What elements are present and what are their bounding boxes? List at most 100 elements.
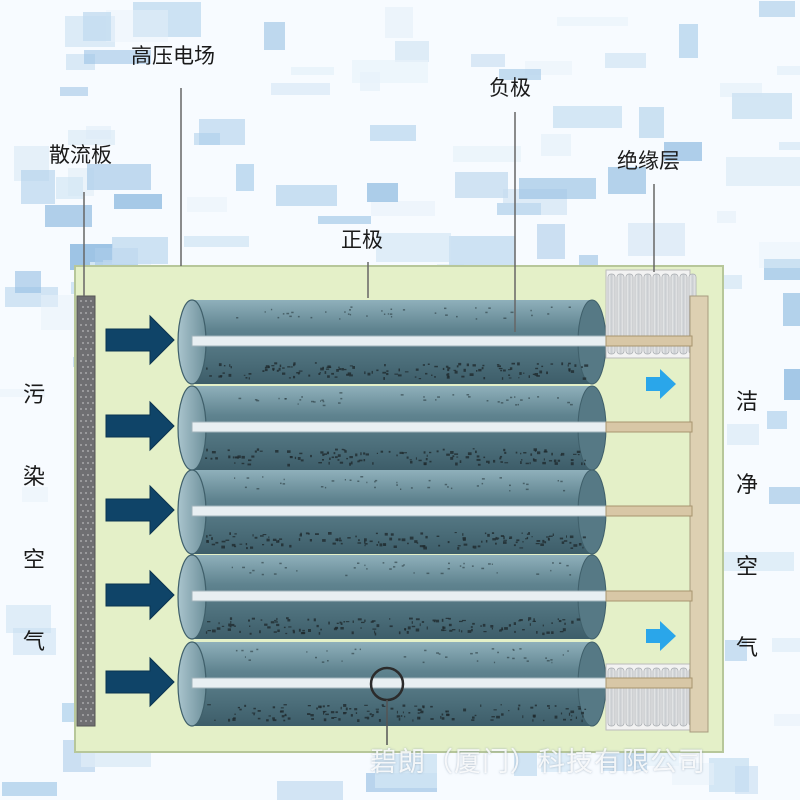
soot-deposit bbox=[229, 617, 233, 620]
soot-deposit bbox=[331, 372, 334, 375]
soot-deposit bbox=[264, 368, 268, 372]
negative-electrode-rod bbox=[191, 677, 611, 689]
diffuser-dot bbox=[90, 528, 92, 530]
soot-deposit bbox=[495, 542, 497, 545]
diffuser-dot bbox=[85, 360, 87, 362]
soot-deposit bbox=[504, 451, 507, 454]
soot-deposit bbox=[429, 460, 432, 463]
soot-deposit bbox=[364, 619, 366, 622]
background-tile bbox=[727, 424, 759, 445]
soot-deposit bbox=[547, 705, 550, 707]
soot-deposit bbox=[229, 364, 231, 367]
soot-deposit bbox=[264, 311, 266, 313]
background-tile bbox=[60, 87, 88, 96]
soot-deposit bbox=[440, 572, 444, 575]
soot-deposit bbox=[478, 368, 482, 372]
diffuser-dot bbox=[82, 366, 84, 368]
soot-deposit bbox=[551, 622, 553, 624]
soot-deposit bbox=[561, 541, 565, 544]
soot-deposit bbox=[366, 481, 368, 484]
soot-deposit bbox=[235, 649, 238, 652]
diffuser-dot bbox=[85, 708, 87, 710]
soot-deposit bbox=[346, 373, 349, 376]
diffuser-dot bbox=[92, 366, 94, 368]
soot-deposit bbox=[515, 404, 518, 406]
soot-deposit bbox=[396, 710, 398, 714]
diffuser-dot bbox=[92, 354, 94, 356]
soot-deposit bbox=[451, 718, 455, 721]
soot-deposit bbox=[569, 535, 574, 539]
soot-deposit bbox=[491, 563, 493, 565]
soot-deposit bbox=[384, 364, 386, 367]
soot-deposit bbox=[459, 565, 462, 567]
diffuser-dot bbox=[85, 408, 87, 410]
soot-deposit bbox=[520, 461, 522, 464]
soot-deposit bbox=[418, 459, 422, 462]
diffuser-dot bbox=[87, 426, 89, 428]
soot-deposit bbox=[349, 309, 351, 311]
soot-deposit bbox=[289, 456, 293, 458]
soot-deposit bbox=[266, 538, 270, 542]
background-tile bbox=[367, 183, 398, 202]
soot-deposit bbox=[551, 452, 553, 456]
soot-deposit bbox=[235, 457, 238, 459]
background-tile bbox=[385, 7, 413, 38]
soot-deposit bbox=[331, 717, 335, 719]
soot-deposit bbox=[410, 487, 413, 489]
soot-deposit bbox=[355, 712, 358, 714]
label-positive-electrode: 正极 bbox=[341, 228, 383, 252]
diffuser-dot bbox=[87, 306, 89, 308]
soot-deposit bbox=[550, 659, 553, 661]
soot-deposit bbox=[481, 482, 484, 485]
soot-deposit bbox=[475, 318, 478, 320]
soot-deposit bbox=[425, 372, 428, 375]
background-tile bbox=[133, 2, 201, 37]
diffuser-dot bbox=[90, 360, 92, 362]
soot-deposit bbox=[250, 546, 254, 549]
diffuser-dot bbox=[87, 390, 89, 392]
soot-deposit bbox=[533, 459, 537, 462]
soot-deposit bbox=[546, 371, 548, 375]
soot-deposit bbox=[298, 370, 303, 372]
soot-deposit bbox=[242, 566, 245, 569]
diffuser-dot bbox=[92, 390, 94, 392]
clean-air-char-2: 净 bbox=[736, 473, 759, 498]
soot-deposit bbox=[398, 718, 401, 721]
soot-deposit bbox=[476, 660, 479, 662]
soot-deposit bbox=[471, 628, 473, 632]
soot-deposit bbox=[297, 373, 300, 375]
inflow-arrow bbox=[105, 314, 175, 366]
background-tile bbox=[277, 781, 343, 800]
soot-deposit bbox=[396, 454, 398, 457]
rod-extension bbox=[605, 677, 693, 689]
diffuser-dot bbox=[82, 474, 84, 476]
soot-deposit bbox=[456, 456, 459, 458]
diffuser-dot bbox=[80, 396, 82, 398]
soot-deposit bbox=[315, 656, 317, 659]
soot-deposit bbox=[561, 362, 564, 366]
soot-deposit bbox=[262, 544, 265, 546]
diffuser-dot bbox=[85, 468, 87, 470]
soot-deposit bbox=[274, 619, 277, 621]
soot-deposit bbox=[345, 574, 348, 577]
soot-deposit bbox=[328, 621, 330, 625]
soot-deposit bbox=[246, 477, 250, 479]
soot-deposit bbox=[357, 719, 360, 722]
soot-deposit bbox=[400, 488, 402, 490]
soot-deposit bbox=[335, 456, 338, 459]
soot-deposit bbox=[574, 364, 577, 367]
soot-deposit bbox=[454, 453, 459, 455]
background-tile bbox=[726, 157, 800, 186]
insulation-fin bbox=[679, 667, 688, 727]
soot-deposit bbox=[514, 630, 516, 633]
soot-deposit bbox=[228, 623, 231, 627]
insulation-fin bbox=[661, 667, 670, 727]
soot-deposit bbox=[562, 654, 564, 656]
soot-deposit bbox=[400, 394, 404, 396]
soot-deposit bbox=[482, 623, 486, 627]
soot-deposit bbox=[438, 653, 441, 655]
soot-deposit bbox=[425, 458, 428, 461]
diffuser-dot bbox=[90, 456, 92, 458]
soot-deposit bbox=[533, 620, 535, 622]
soot-deposit bbox=[462, 537, 466, 540]
